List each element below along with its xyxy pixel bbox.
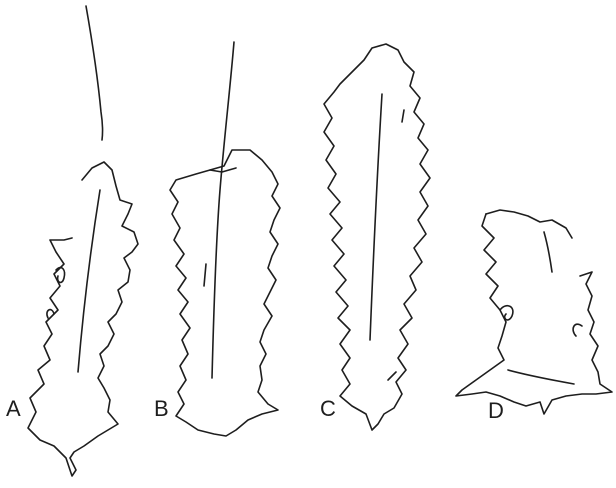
specimen-a-midrib <box>78 190 100 372</box>
panel-label-b: B <box>154 396 169 421</box>
specimen-c-notch-bottom <box>388 372 396 380</box>
specimen-d-outline <box>486 210 572 238</box>
specimen-b-outline <box>170 150 280 436</box>
specimen-d-basal-line <box>508 370 574 384</box>
specimen-d-hook-2 <box>573 324 582 336</box>
specimen-b <box>170 42 280 436</box>
specimen-c-notch-top <box>402 110 404 122</box>
specimen-a-hook <box>56 268 65 283</box>
panel-label-d: D <box>488 398 504 423</box>
specimen-d-midrib <box>544 232 552 272</box>
specimen-b-stalk <box>212 42 234 378</box>
specimen-b-notch <box>204 264 206 286</box>
panel-label-a: A <box>6 396 21 421</box>
specimen-d <box>456 210 612 414</box>
specimen-c <box>324 44 430 430</box>
specimen-d-left-edge <box>456 214 612 414</box>
specimen-a <box>28 6 138 476</box>
panel-label-c: C <box>320 396 336 421</box>
specimen-c-outline <box>324 44 430 430</box>
specimen-c-midrib <box>370 94 382 340</box>
specimen-a-stalk <box>86 6 103 140</box>
